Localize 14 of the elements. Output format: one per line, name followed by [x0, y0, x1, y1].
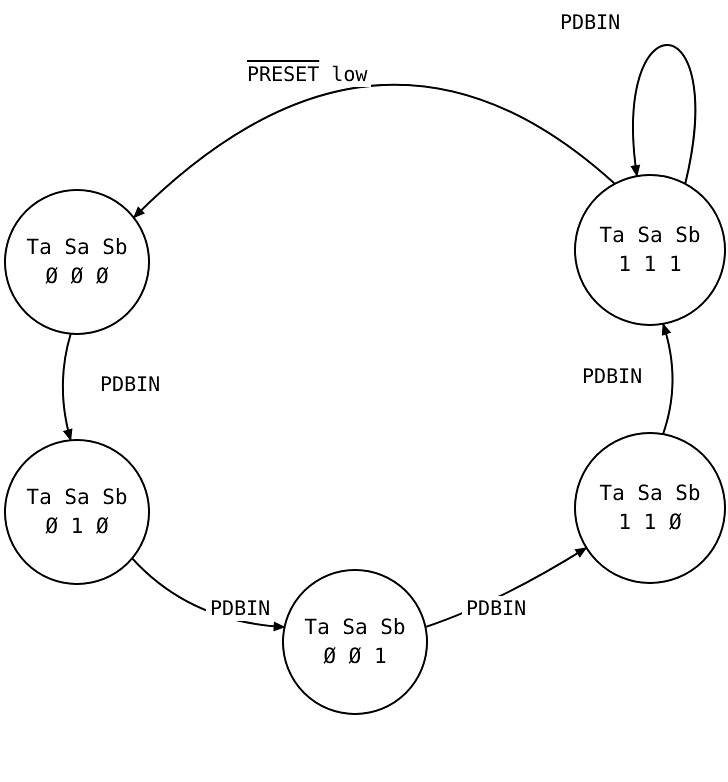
- state-variable-names: Ta Sa Sb: [599, 225, 701, 246]
- transition-arrow: [62, 333, 73, 442]
- state-variable-names: Ta Sa Sb: [26, 487, 128, 508]
- state-values: 1 1 Ø: [618, 512, 682, 533]
- transition-arrow: [662, 322, 674, 434]
- state-values: Ø Ø 1: [323, 646, 387, 667]
- state-variable-names: Ta Sa Sb: [599, 483, 701, 504]
- state-variable-names: Ta Sa Sb: [304, 617, 406, 638]
- transition-arrow: [630, 44, 696, 184]
- state-values: Ø 1 Ø: [45, 516, 109, 537]
- state-values: 1 1 1: [618, 254, 682, 275]
- state-values: Ø Ø Ø: [45, 266, 109, 287]
- state-variable-names: Ta Sa Sb: [26, 237, 128, 258]
- transition-arrow: [133, 84, 616, 218]
